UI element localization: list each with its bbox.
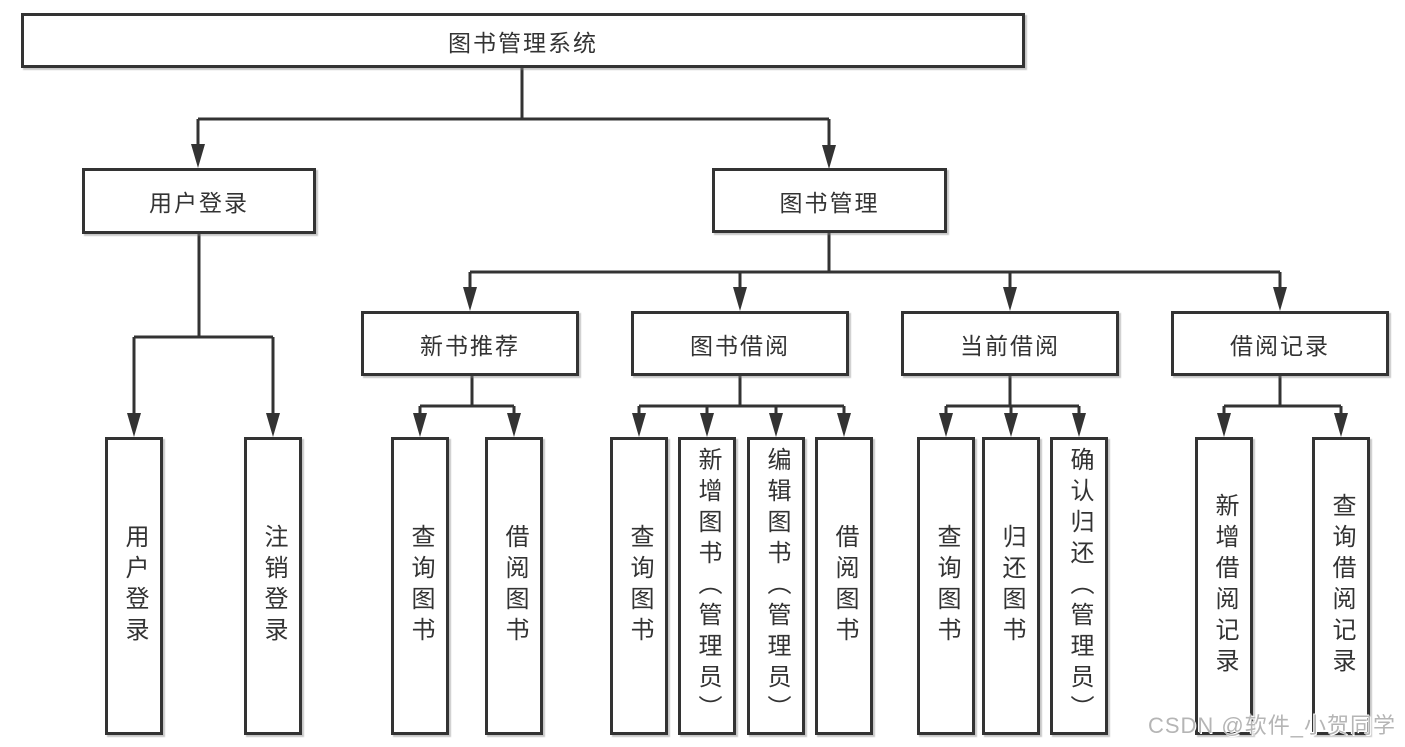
arrowhead [1273, 287, 1287, 311]
wire-book-borrow-subtree [637, 376, 846, 421]
node-root-label: 图书管理系统 [448, 29, 598, 56]
leaf-confirm-return-admin-label: 确认归还（管理员） [1066, 446, 1093, 726]
leaf-add-books-admin-label: 新增图书（管理员） [694, 446, 721, 726]
node-user-login-label: 用户登录 [149, 190, 249, 216]
arrowheads [127, 144, 1348, 437]
watermark-text: CSDN @软件_小贺同学 [1147, 713, 1396, 738]
node-current-borrow-label: 当前借阅 [960, 332, 1060, 359]
node-book-management: 图书管理 [712, 168, 947, 233]
arrowhead [939, 413, 953, 437]
arrowhead [1217, 413, 1231, 437]
arrowhead [1004, 413, 1018, 437]
wire-borrow-records-subtree [1222, 376, 1343, 421]
leaf-add-borrow-record: 新增借阅记录 [1195, 437, 1253, 735]
leaf-user-login: 用户登录 [105, 437, 163, 735]
leaf-query-borrow-record: 查询借阅记录 [1312, 437, 1370, 735]
leaf-query-books-recommend-label: 查询图书 [407, 524, 434, 648]
node-user-login: 用户登录 [82, 168, 316, 234]
arrowhead [266, 413, 280, 437]
leaf-query-books-current: 查询图书 [917, 437, 975, 735]
leaf-query-books-recommend: 查询图书 [391, 437, 449, 735]
leaf-add-borrow-record-label: 新增借阅记录 [1211, 493, 1238, 679]
leaf-logout-label: 注销登录 [260, 524, 287, 648]
node-borrow-records: 借阅记录 [1171, 311, 1389, 376]
arrowhead [700, 413, 714, 437]
leaf-return-books: 归还图书 [982, 437, 1040, 735]
node-book-borrow-label: 图书借阅 [690, 332, 790, 359]
node-new-book-recommend: 新书推荐 [361, 311, 579, 376]
leaf-logout: 注销登录 [244, 437, 302, 735]
wire-new-book-subtree [418, 376, 516, 421]
leaf-edit-books-admin: 编辑图书（管理员） [747, 437, 805, 735]
arrowhead [463, 287, 477, 311]
leaf-confirm-return-admin: 确认归还（管理员） [1050, 437, 1108, 735]
node-new-book-recommend-label: 新书推荐 [420, 332, 520, 359]
arrowhead [1003, 287, 1017, 311]
node-root: 图书管理系统 [21, 13, 1025, 68]
arrowhead [507, 413, 521, 437]
node-book-borrow: 图书借阅 [631, 311, 849, 376]
arrowhead [822, 145, 836, 169]
leaf-borrow-books-label: 借阅图书 [831, 524, 858, 648]
node-current-borrow: 当前借阅 [901, 311, 1119, 376]
leaf-borrow-books: 借阅图书 [815, 437, 873, 735]
leaf-query-books-borrow-label: 查询图书 [626, 524, 653, 648]
leaf-edit-books-admin-label: 编辑图书（管理员） [763, 446, 790, 726]
arrowhead [769, 413, 783, 437]
leaf-query-books-borrow: 查询图书 [610, 437, 668, 735]
arrowhead [1072, 413, 1086, 437]
leaf-borrow-books-recommend: 借阅图书 [485, 437, 543, 735]
arrowhead [413, 413, 427, 437]
arrowhead [632, 413, 646, 437]
leaf-add-books-admin: 新增图书（管理员） [678, 437, 736, 735]
leaf-borrow-books-recommend-label: 借阅图书 [501, 524, 528, 648]
arrowhead [1334, 413, 1348, 437]
node-book-management-label: 图书管理 [779, 189, 880, 216]
leaf-query-books-current-label: 查询图书 [933, 524, 960, 648]
arrowhead [733, 287, 747, 311]
wire-root-to-level2 [196, 68, 831, 152]
node-borrow-records-label: 借阅记录 [1230, 332, 1330, 359]
wire-book-management-subtree [468, 233, 1282, 295]
arrowhead [837, 413, 851, 437]
wire-user-login-subtree [132, 234, 275, 421]
arrowhead [191, 144, 205, 168]
leaf-user-login-label: 用户登录 [121, 524, 148, 648]
arrowhead [127, 413, 141, 437]
leaf-query-borrow-record-label: 查询借阅记录 [1328, 493, 1355, 679]
leaf-return-books-label: 归还图书 [998, 524, 1025, 648]
